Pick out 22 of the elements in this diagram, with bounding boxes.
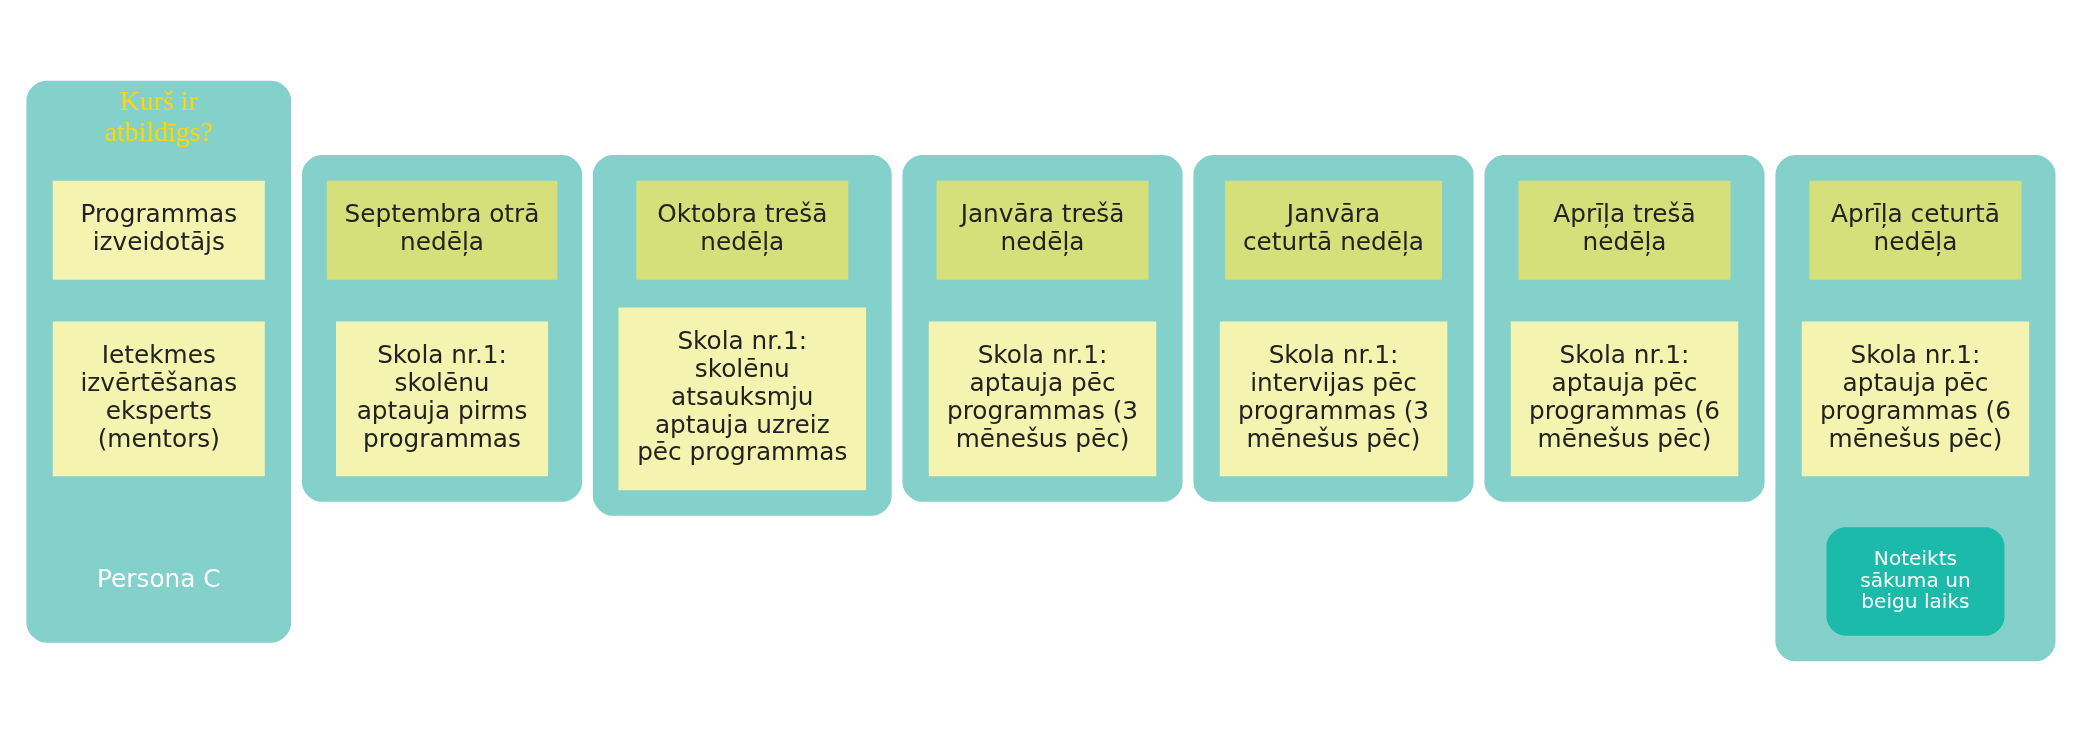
node-box: Aprīļa ceturtā nedēļa [1809, 180, 2022, 280]
node-box: Noteikts sākuma un beigu laiks [1826, 526, 2005, 636]
node-box: Septembra otrā nedēļa [326, 180, 558, 280]
node-box: Programmas izveidotājs [52, 180, 265, 280]
cluster [301, 154, 583, 502]
node-box: Aprīļa trešā nedēļa [1518, 180, 1731, 280]
node-box: Skola nr.1: skolēnu atsauksmju aptauja uzreiz pēc programmas [618, 307, 867, 490]
node-box: Skola nr.1: skolēnu aptauja pirms programmas [336, 320, 549, 476]
cluster [1775, 154, 2056, 661]
node-box: Skola nr.1: aptauja pēc programmas (3 mēnešus pēc) [928, 320, 1157, 476]
cluster [902, 154, 1183, 502]
node-box: Ietekmes izvērtēšanas eksperts (mentors) [52, 320, 265, 476]
label: Persona C [97, 563, 221, 593]
node-box: Skola nr.1: aptauja pēc programmas (6 mēnešus pēc) [1510, 320, 1739, 476]
cluster [1484, 154, 1765, 502]
node-box: Skola nr.1: aptauja pēc programmas (6 mēnešus pēc) [1801, 320, 2030, 476]
node-box: Janvāra trešā nedēļa [936, 180, 1149, 280]
cluster [1193, 154, 1474, 502]
node-box: Skola nr.1: intervijas pēc programmas (3 mēnešus pēc) [1219, 320, 1448, 476]
node-box: Janvāra ceturtā nedēļa [1225, 180, 1442, 280]
node-box: Oktobra trešā nedēļa [636, 180, 849, 280]
cluster [592, 154, 892, 516]
